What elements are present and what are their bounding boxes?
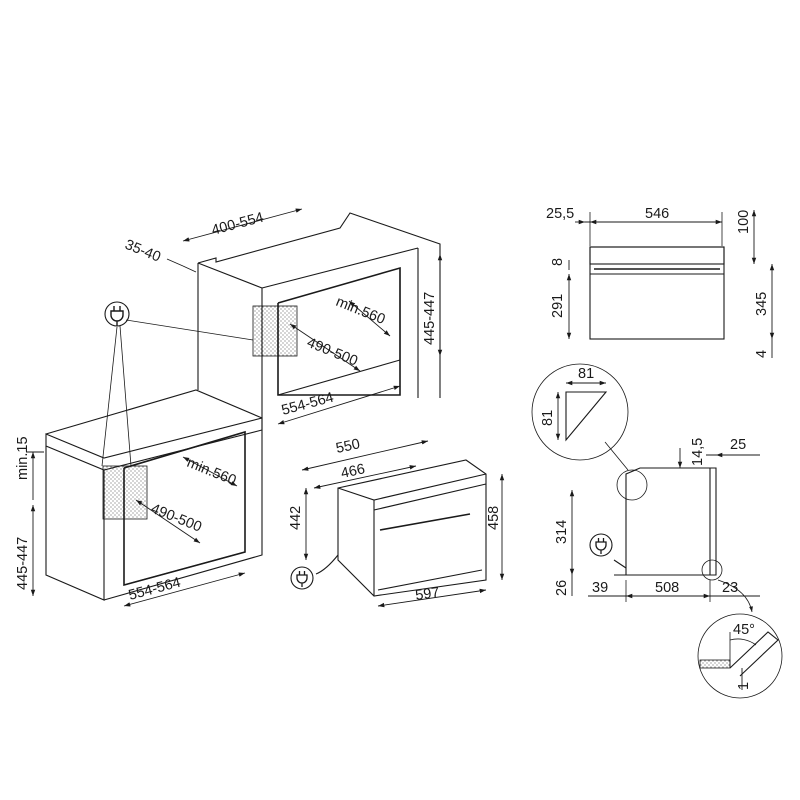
vent-area (252, 305, 298, 357)
dim-inner-height-under: 490-500 (149, 501, 204, 536)
under-counter-installation: min.15 445-447 min.560 490-500 554-564 (15, 389, 263, 607)
dim-corner-w: 81 (578, 366, 594, 382)
dim-body-height-side: 314 (554, 520, 570, 544)
dim-front-depth: 25 (730, 437, 746, 453)
dim-top-offset: 14,5 (690, 438, 706, 466)
dim-front-height: 345 (754, 292, 770, 316)
vent-area (102, 465, 148, 520)
dim-depth-total: 550 (335, 436, 362, 457)
dim-body-width: 546 (645, 206, 669, 222)
dim-depth-body: 466 (340, 461, 367, 482)
column-installation: 400-554 35-40 445-447 min.560 490-500 55… (123, 208, 443, 430)
side-view: 81 81 14,5 25 314 26 39 508 23 (531, 363, 783, 699)
appliance-3d: 550 466 442 458 597 (288, 436, 505, 608)
dim-bottom-gap: 4 (754, 350, 770, 358)
dim-inner-depth: min.560 (334, 294, 388, 328)
dim-back-gap: 35-40 (123, 237, 163, 266)
dim-foot-height: 26 (554, 580, 570, 596)
dim-panel-offset: 8 (550, 258, 566, 266)
dim-height-range: 445-447 (422, 292, 438, 345)
plug-icon (104, 301, 130, 327)
plug-icon (290, 566, 314, 590)
front-view: 25,5 546 100 8 291 345 4 (546, 206, 775, 358)
dim-body-height: 291 (550, 294, 566, 318)
dim-corner-h: 81 (540, 410, 556, 426)
plug-icon (589, 533, 613, 557)
dim-inner-depth-under: min.560 (185, 455, 239, 489)
dim-angle: 45° (733, 622, 755, 638)
dim-front-gap: 23 (722, 580, 738, 596)
dim-top-gap: min.15 (15, 436, 31, 480)
dim-width-front: 597 (414, 585, 440, 604)
dim-step: 1 (736, 682, 752, 690)
dim-height-body: 442 (288, 506, 304, 530)
dim-height-front: 458 (486, 506, 502, 530)
dim-height-range-under: 445-447 (15, 537, 31, 590)
dim-width-range-under: 554-564 (127, 575, 183, 604)
dim-inner-height: 490-500 (305, 335, 360, 370)
dim-front-thickness: 25,5 (546, 206, 574, 222)
dim-rear-gap: 100 (736, 210, 752, 234)
dim-depth-range: 400-554 (210, 210, 266, 239)
dim-rear-gap-side: 39 (592, 580, 608, 596)
dim-body-depth: 508 (655, 580, 679, 596)
